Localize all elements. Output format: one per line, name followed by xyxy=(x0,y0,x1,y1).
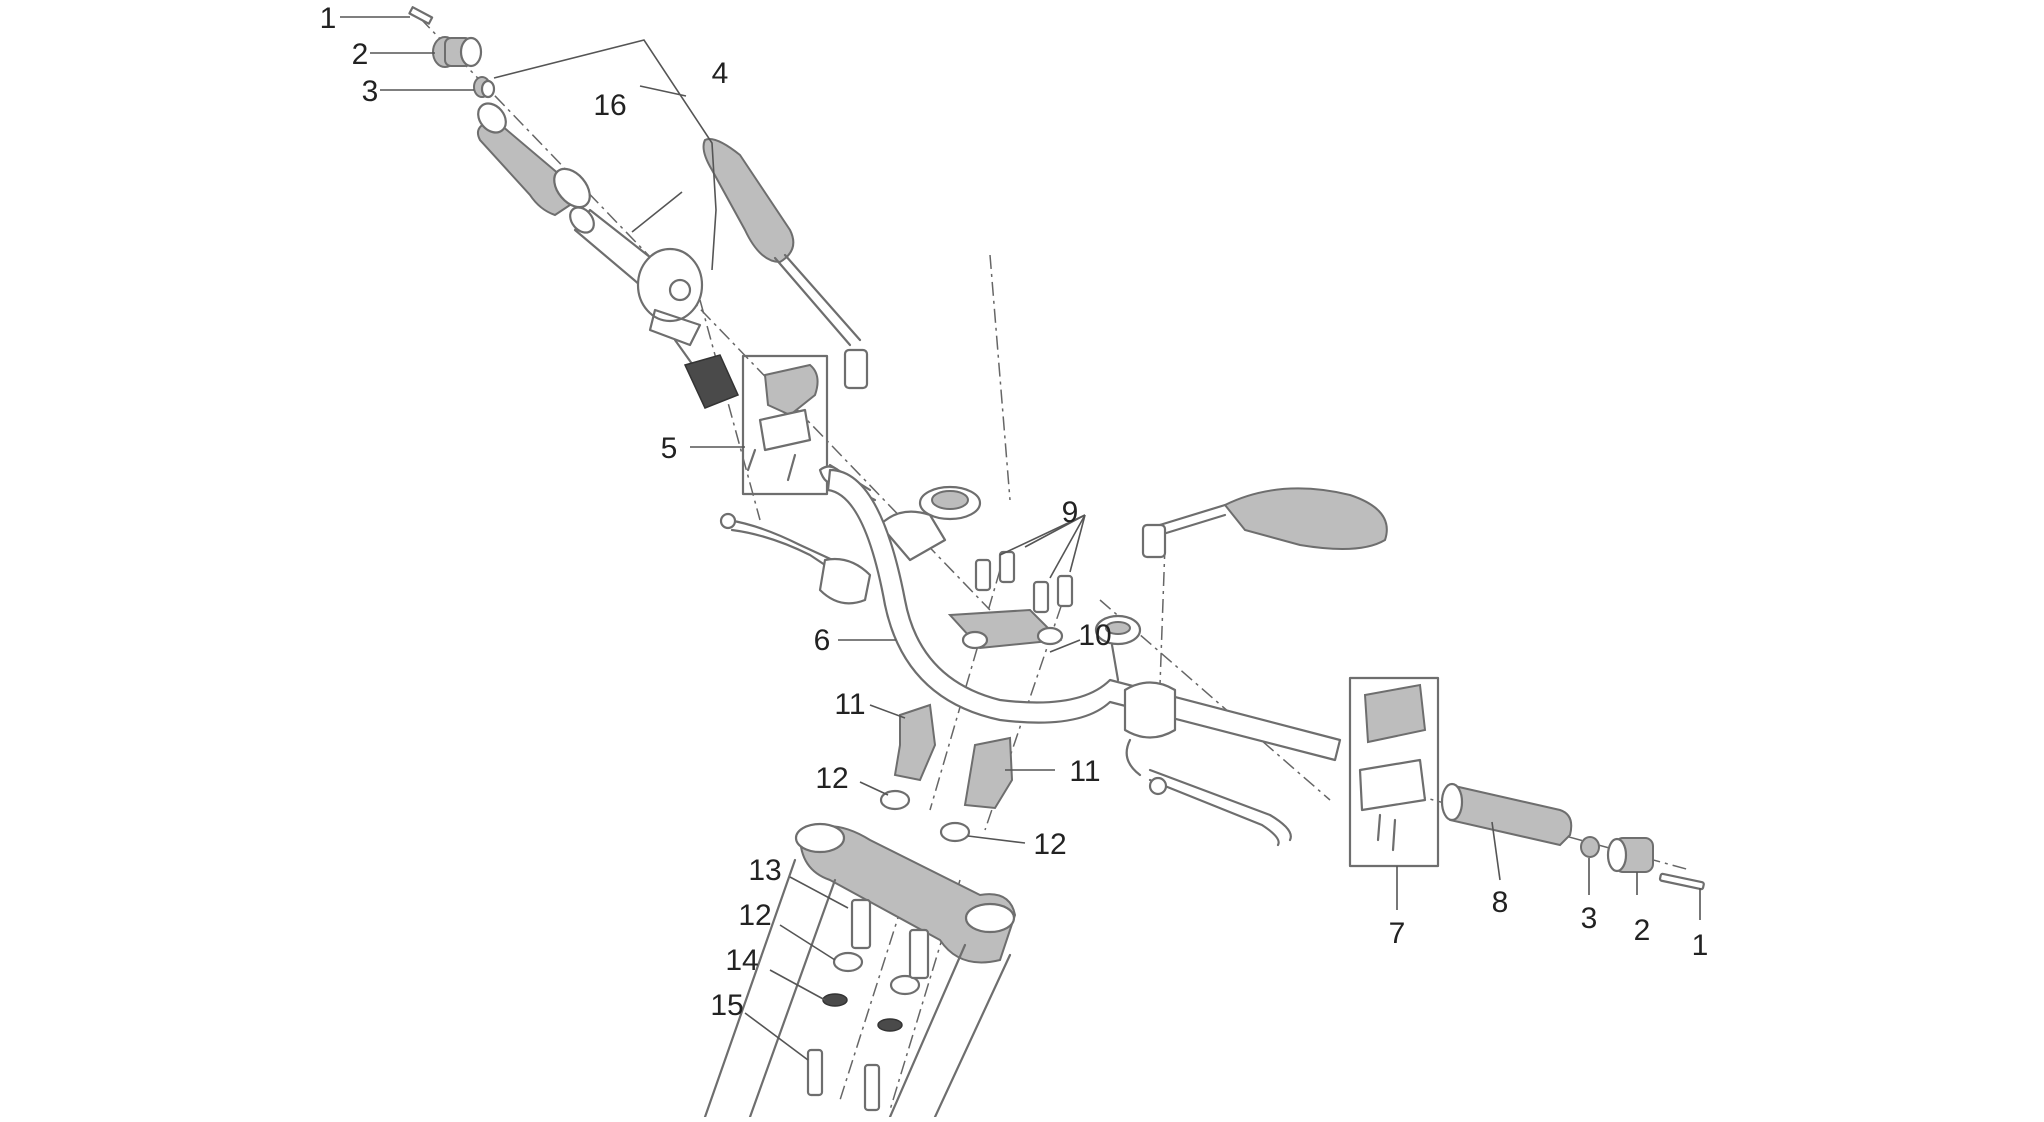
clamp-bolts xyxy=(974,550,1074,614)
washers xyxy=(822,993,903,1032)
callout-labels: 1 2 3 4 16 5 9 6 10 11 11 12 12 12 13 14… xyxy=(320,2,1709,1022)
callout-11-left: 11 xyxy=(834,688,865,721)
callout-12-lower: 12 xyxy=(738,899,771,932)
left-grip xyxy=(476,102,591,217)
handlebar xyxy=(826,468,1342,762)
lower-bolts xyxy=(806,1048,881,1112)
right-spacer xyxy=(1580,836,1600,858)
fork-tubes xyxy=(703,858,1012,1119)
callout-3-left: 3 xyxy=(362,75,379,108)
callout-12-upper-right: 12 xyxy=(1033,828,1066,861)
leader-lines xyxy=(340,16,1701,1061)
top-yoke xyxy=(794,822,1017,964)
left-switch-housing xyxy=(741,354,829,496)
upper-clamp xyxy=(947,608,1064,650)
right-riser xyxy=(963,736,1014,810)
left-mirror xyxy=(702,138,869,390)
right-brake-lever xyxy=(1148,768,1292,847)
right-mirror xyxy=(1141,487,1388,559)
callout-2-right: 2 xyxy=(1634,914,1651,947)
right-bar-end-weight xyxy=(1606,837,1654,873)
callout-4: 4 xyxy=(712,57,729,90)
assembly-axis-lines xyxy=(419,17,1691,1111)
left-spacer xyxy=(473,76,496,99)
spacer-tubes xyxy=(850,898,930,980)
right-master-cylinder xyxy=(1123,681,1177,777)
left-bar-end-weight xyxy=(432,36,483,68)
callout-5: 5 xyxy=(661,432,678,465)
callout-15: 15 xyxy=(710,989,743,1022)
callout-8: 8 xyxy=(1492,886,1509,919)
callout-16: 16 xyxy=(593,89,626,122)
callout-11-right: 11 xyxy=(1069,755,1100,788)
throttle-connector xyxy=(683,354,740,409)
callout-6: 6 xyxy=(814,624,831,657)
callout-13: 13 xyxy=(748,854,781,887)
left-riser xyxy=(893,703,937,782)
rubber-dampers xyxy=(832,789,971,996)
left-bar-end-screw xyxy=(408,6,434,25)
callout-9: 9 xyxy=(1062,496,1079,529)
throttle-tube xyxy=(569,206,704,377)
callout-2-left: 2 xyxy=(352,38,369,71)
left-clutch-lever xyxy=(719,512,872,605)
callout-14: 14 xyxy=(725,944,758,977)
right-switch-housing xyxy=(1348,676,1440,868)
right-grip xyxy=(1440,782,1573,847)
callout-3-right: 3 xyxy=(1581,902,1598,935)
callout-1-right: 1 xyxy=(1692,929,1709,962)
right-bar-end-screw xyxy=(1658,872,1705,891)
right-brake-reservoir xyxy=(1094,614,1142,682)
callout-1-left: 1 xyxy=(320,2,337,35)
callout-7: 7 xyxy=(1389,917,1406,950)
callout-12-upper-left: 12 xyxy=(815,762,848,795)
callout-10: 10 xyxy=(1078,619,1111,652)
